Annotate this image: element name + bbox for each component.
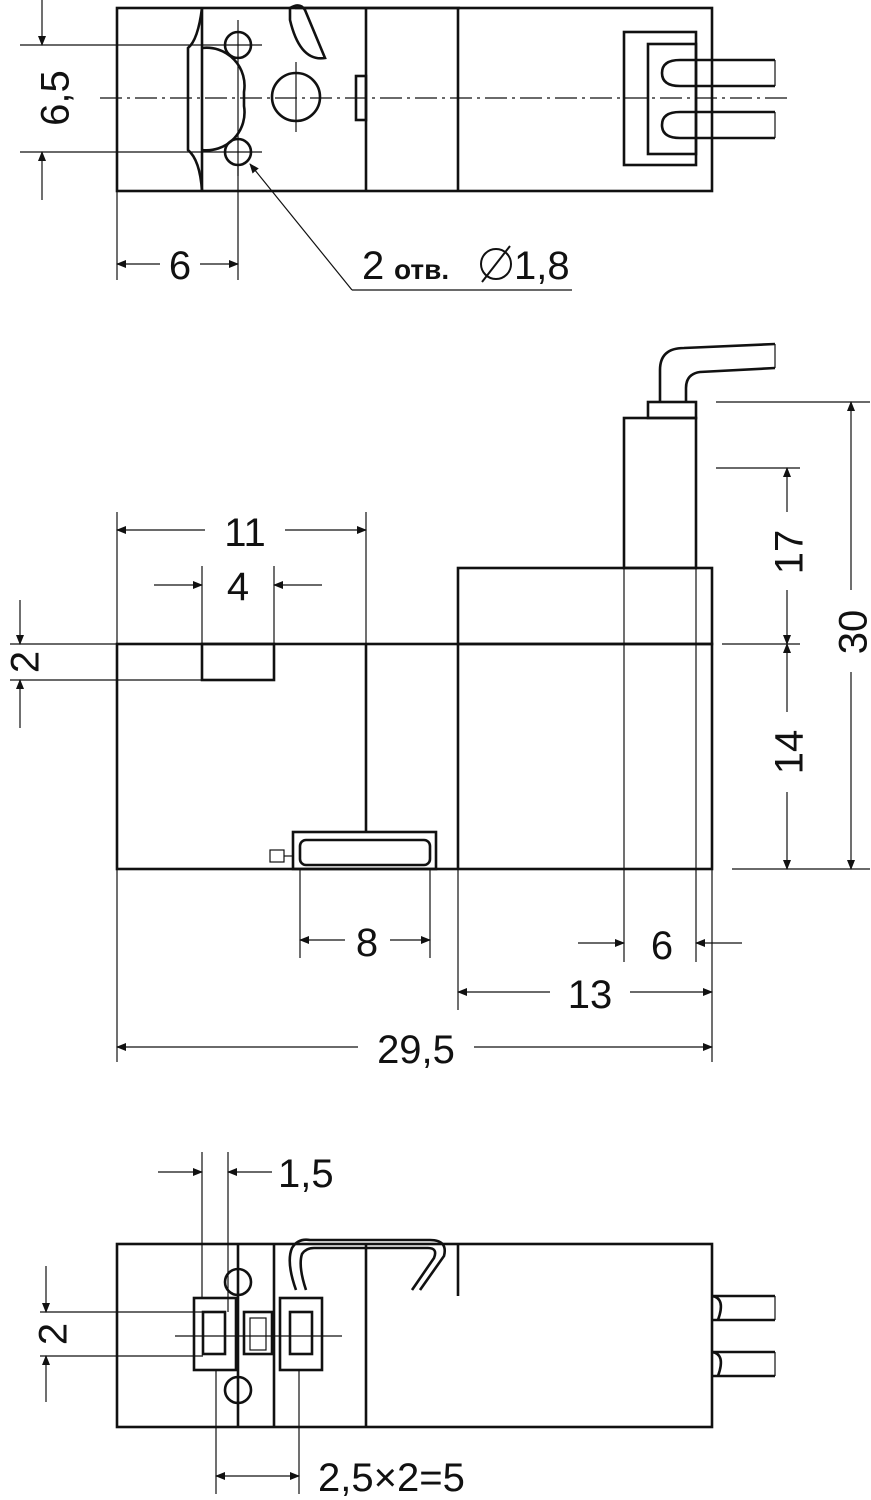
dim-6s-label: 6 (651, 924, 673, 968)
hole-leader (249, 163, 353, 291)
side-view: 11 4 2 8 6 13 29,5 (4, 342, 871, 1072)
terminal-2-inner (249, 1317, 267, 1351)
dim-8-label: 8 (356, 921, 378, 965)
side-cable-outer (658, 342, 776, 402)
dim-30-label: 30 (832, 610, 871, 655)
dim-2b-label: 2 (32, 1323, 76, 1345)
dim-11-label: 11 (224, 511, 266, 555)
terminal-1-outer (192, 1296, 238, 1372)
bottom-wire-lower (712, 1350, 775, 1378)
side-body-outline (115, 642, 714, 871)
diameter-icon (480, 245, 512, 283)
hole-label: отв. (394, 254, 449, 285)
dim-13-label: 13 (568, 973, 613, 1017)
dim-spacing-label: 2,5×2=5 (318, 1456, 465, 1500)
dim-4-label: 4 (227, 565, 249, 609)
bottom-spring-clip-inner (299, 1246, 437, 1291)
terminal-1-inner (201, 1310, 227, 1356)
top-wire-lower (660, 110, 775, 140)
bottom-hole-upper (223, 1267, 253, 1297)
dim-6-5-label: 6,5 (34, 70, 78, 126)
top-wire-upper (660, 58, 775, 88)
bottom-spring-clip (288, 1238, 446, 1291)
bottom-body-outline (115, 1242, 714, 1429)
dim-1-5-label: 1,5 (278, 1152, 334, 1196)
bottom-hole-lower (223, 1375, 253, 1405)
side-actuator-base (291, 830, 438, 871)
dim-2-label: 2 (4, 651, 48, 673)
hole-count: 2 (362, 244, 384, 288)
bottom-wire-bends (711, 1294, 723, 1377)
terminal-3-inner (288, 1310, 314, 1356)
terminal-2-outer (242, 1310, 274, 1356)
top-view: 6,5 6 2 отв. 1,8 (20, 0, 790, 291)
bottom-wire-upper (712, 1294, 775, 1322)
side-small-terminal (269, 849, 285, 863)
bottom-view: 1,5 2 2,5×2=5 (32, 1152, 776, 1500)
hole-diameter: 1,8 (514, 244, 570, 288)
top-spring-clip (288, 4, 327, 60)
side-lever-tab (200, 642, 276, 682)
side-top-block (456, 566, 714, 646)
side-actuator-button (298, 838, 432, 867)
dim-17-label: 17 (768, 530, 812, 575)
side-cable-inner (684, 366, 776, 402)
terminal-3-outer (278, 1296, 324, 1372)
dim-29-5-label: 29,5 (377, 1028, 455, 1072)
top-lever-arc (201, 46, 246, 152)
dim-14-label: 14 (768, 730, 812, 775)
top-connector-inner (646, 42, 698, 156)
side-cable-gland (646, 400, 698, 420)
dim-6-label: 6 (169, 244, 191, 288)
side-cable-housing (622, 416, 698, 570)
top-lever-profile (186, 7, 204, 192)
